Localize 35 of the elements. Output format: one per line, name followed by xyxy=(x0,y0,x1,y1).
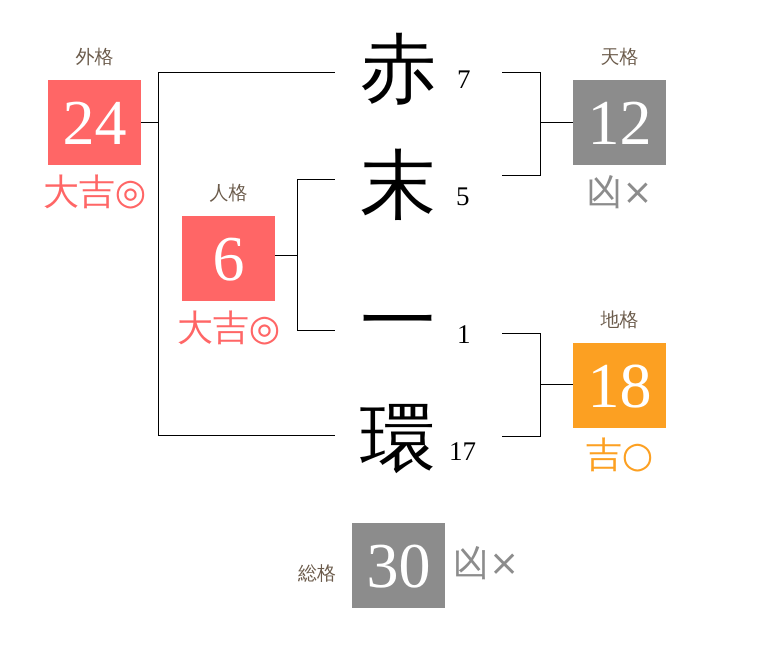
connector-line xyxy=(502,436,541,437)
connector-line xyxy=(274,178,298,332)
fortune-label: 人格 xyxy=(210,183,248,204)
connector-line xyxy=(297,179,336,180)
stroke-count: 7 xyxy=(457,66,470,93)
connector-line xyxy=(140,72,159,436)
fortune-label: 外格 xyxy=(76,47,114,68)
connector-line xyxy=(540,72,574,176)
score-number: 24 xyxy=(62,90,126,154)
connector-line xyxy=(540,332,574,438)
stroke-count: 17 xyxy=(449,438,476,465)
score-number: 18 xyxy=(588,354,652,418)
connector-line xyxy=(502,175,541,176)
name-character: 末 xyxy=(360,148,436,224)
name-character: 一 xyxy=(360,284,436,360)
rating-text: 大吉◎ xyxy=(42,175,146,211)
fortune-label: 地格 xyxy=(600,310,638,331)
connector-line xyxy=(158,72,336,73)
fortune-label: 総格 xyxy=(298,563,336,584)
connector-line xyxy=(297,330,336,331)
stroke-count: 1 xyxy=(457,321,470,348)
rating-text: 吉○ xyxy=(586,438,654,474)
rating-text: 大吉◎ xyxy=(176,311,280,347)
connector-line xyxy=(158,435,336,436)
stroke-count: 5 xyxy=(456,183,470,210)
fortune-label: 天格 xyxy=(600,47,638,68)
rating-text: 凶× xyxy=(453,546,520,582)
connector-line xyxy=(502,72,541,73)
score-number: 30 xyxy=(366,534,430,598)
name-character: 環 xyxy=(360,401,436,477)
name-character: 赤 xyxy=(360,32,436,108)
connector-line xyxy=(502,333,541,334)
score-number: 12 xyxy=(588,90,652,154)
score-number: 6 xyxy=(212,226,244,290)
rating-text: 凶× xyxy=(586,175,653,211)
